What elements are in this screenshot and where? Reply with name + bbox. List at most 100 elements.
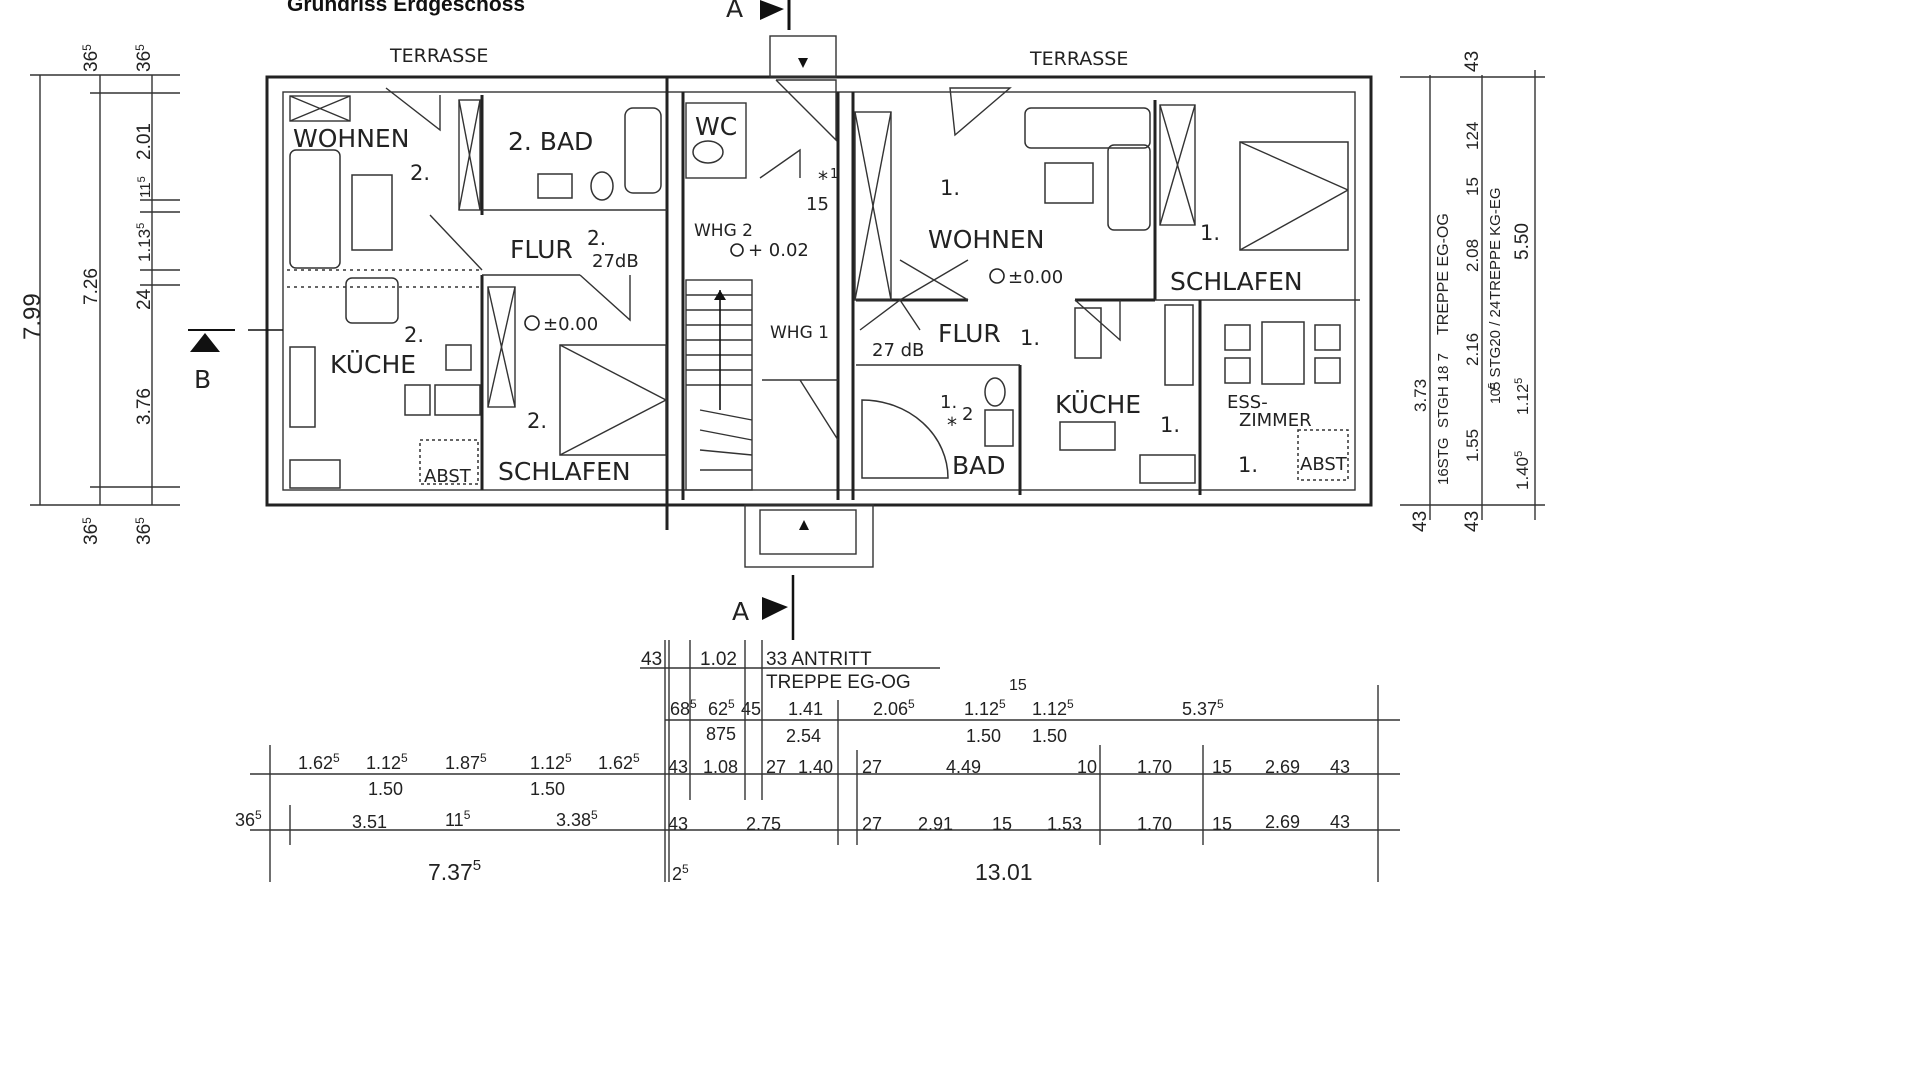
svg-text:365: 365 [80,44,102,72]
svg-text:3.385: 3.385 [556,808,598,830]
toilet-icon [692,140,724,164]
svg-text:625: 625 [708,697,735,719]
stair-treads [686,294,753,471]
dim-b3-27: 27 [862,814,882,834]
flur-1-label: FLUR [938,319,1001,348]
dim-b1-206: 2.06 [873,699,908,719]
svg-text:1.875: 1.875 [445,751,487,773]
step-15-label: 15 [806,194,829,215]
flur-2-number: 2. [587,226,606,250]
svg-text:685: 685 [670,697,697,719]
dim-b2-1625b-sup: 5 [633,751,640,765]
bed-icon [559,344,667,456]
whg1-label: WHG 1 [770,323,829,343]
wc-label: WC [695,112,737,141]
dim-1135-sup: 5 [135,223,147,229]
dim-b1-45: 45 [741,699,761,719]
chair-icon [404,384,431,416]
dim-r-112: 1.12 [1515,384,1532,415]
dim-r-15: 15 [1463,177,1482,196]
dim-b3-115-sup: 5 [464,808,471,822]
kueche-2-label: KÜCHE [330,350,416,379]
dim-b2-150b: 1.50 [530,779,565,799]
svg-text:2.065: 2.065 [873,697,915,719]
dining-table-icon [1261,321,1305,385]
dim-b1-141: 1.41 [788,699,823,719]
building-walls [265,35,1373,568]
dim-b3-365-sup: 5 [255,808,262,822]
schlafen-1-label: SCHLAFEN [1170,267,1303,296]
dim-b3-15: 15 [992,814,1012,834]
flur-1-number: 1. [1020,326,1040,350]
dim-b0-treppe: TREPPE EG-OG [766,672,911,693]
dim-r-16stg: 16STG [1435,437,1452,485]
toilet-icon [984,377,1006,407]
dim-r-10-sup: 5 [1487,382,1498,388]
dim-201: 2.01 [134,123,155,160]
svg-text:1.405: 1.405 [1513,451,1532,490]
dim-r-550: 5.50 [1512,223,1533,260]
dim-b3-15b: 15 [1212,814,1232,834]
dim-b3-153: 1.53 [1047,814,1082,834]
dim-r-155: 1.55 [1463,429,1482,462]
chair-icon [445,344,472,371]
dim-b3-3385-sup: 5 [591,808,598,822]
dim-b3-365: 36 [235,810,255,830]
dim-b2-449: 4.49 [946,757,981,777]
bad-1-label: BAD [952,451,1006,480]
dim-b3-351: 3.51 [352,812,387,832]
section-arrow-icon [760,0,784,20]
bad-1-star-note: 2 [962,404,973,425]
terrace-right-label: TERRASSE [1029,48,1128,70]
dim-b1-112a-sup: 5 [999,697,1006,711]
dim-b2-140: 1.40 [798,757,833,777]
wohnen-2-label: WOHNEN [293,124,409,153]
dim-1135: 1.13 [135,229,154,262]
dim-r-216: 2.16 [1463,333,1482,366]
abst-1-label: ABST [1300,454,1348,475]
dim-inner-height: 7.26 [81,268,102,305]
dim-b1-254: 2.54 [786,726,821,746]
kueche-1-number: 1. [1160,413,1180,437]
dim-b1-150a: 1.50 [966,726,1001,746]
dim-b1-112b-sup: 5 [1067,697,1074,711]
sink-icon [537,173,573,199]
svg-text:365: 365 [133,517,155,545]
dim-b1-68-sup: 5 [690,697,697,711]
dim-b1-206-sup: 5 [908,697,915,711]
level-1-label: ±0.00 [1008,267,1063,288]
section-marker-b: B [188,329,283,394]
bad-1-number: 1. [940,392,957,413]
dim-r-124: 124 [1463,122,1482,150]
dim-b3-43: 43 [668,814,688,834]
dim-b1-112a: 1.12 [964,699,999,719]
flur-2-db: 27dB [592,251,639,272]
svg-text:5.375: 5.375 [1182,697,1224,719]
floor-plan: Grundriss Erdgeschoss A TERRASSE TERRASS… [19,0,1545,882]
dim-r-373: 3.73 [1411,379,1430,412]
dim-b3-115: 11 [445,810,464,830]
bad-2-label: 2. BAD [508,127,593,156]
level-marker-icon [524,315,540,331]
dim-b2-1125a: 1.12 [366,753,401,773]
dim-b4-7375-sup: 5 [473,857,481,874]
star-note: 1 [830,167,838,182]
dim-b1-62: 62 [708,699,728,719]
left-dimension-chain: 7.99 7.26 365 365 2.01 115 1.135 24 3.76… [19,44,180,545]
dim-bot1: 36 [81,524,102,545]
apartment-1: 1. WOHNEN ±0.00 1. SCHLAFEN FLUR 1. 27 d… [854,87,1360,495]
dim-r-140-sup: 5 [1513,451,1525,457]
storage-icon [1297,429,1349,481]
svg-text:115: 115 [136,176,154,198]
svg-text:1.125: 1.125 [964,697,1006,719]
dim-r-stgh: STGH 18 7 [1435,353,1452,428]
wohnen-1-label: WOHNEN [928,225,1044,254]
flur-1-db: 27 dB [872,340,924,361]
kitchen-counter-icon [289,346,316,428]
bed-icon [1239,141,1349,251]
svg-text:105: 105 [1487,382,1503,404]
dim-b2-170: 1.70 [1137,757,1172,777]
dim-115-sup: 5 [136,176,148,182]
dim-b2-43b: 43 [1330,757,1350,777]
dim-r-bot2: 43 [1462,511,1483,532]
